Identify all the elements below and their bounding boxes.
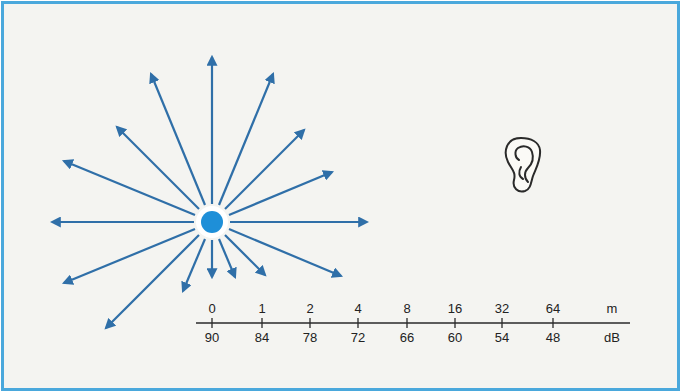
sound-rays <box>52 57 367 328</box>
scale-label: 48 <box>546 331 560 345</box>
scale-label: 54 <box>495 331 509 345</box>
frame <box>3 3 679 390</box>
scale-label: 66 <box>400 331 414 345</box>
sound-source <box>201 211 223 233</box>
scale-label: 0 <box>208 302 215 316</box>
ear-icon <box>506 138 540 191</box>
scale-label: 4 <box>354 302 361 316</box>
scale-label: 2 <box>306 302 313 316</box>
distance-scale <box>196 318 630 328</box>
scale-label: 60 <box>448 331 462 345</box>
scale-label: 84 <box>255 331 269 345</box>
scale-label: 16 <box>448 302 462 316</box>
scale-label: 72 <box>351 331 365 345</box>
scale-label: m <box>607 302 618 316</box>
source-halo <box>196 206 228 238</box>
scale-label: dB <box>604 331 620 345</box>
scale-label: 90 <box>205 331 219 345</box>
scale-label: 8 <box>403 302 410 316</box>
scale-label: 32 <box>495 302 509 316</box>
scale-label: 78 <box>303 331 317 345</box>
scale-label: 64 <box>546 302 560 316</box>
scale-label: 1 <box>258 302 265 316</box>
